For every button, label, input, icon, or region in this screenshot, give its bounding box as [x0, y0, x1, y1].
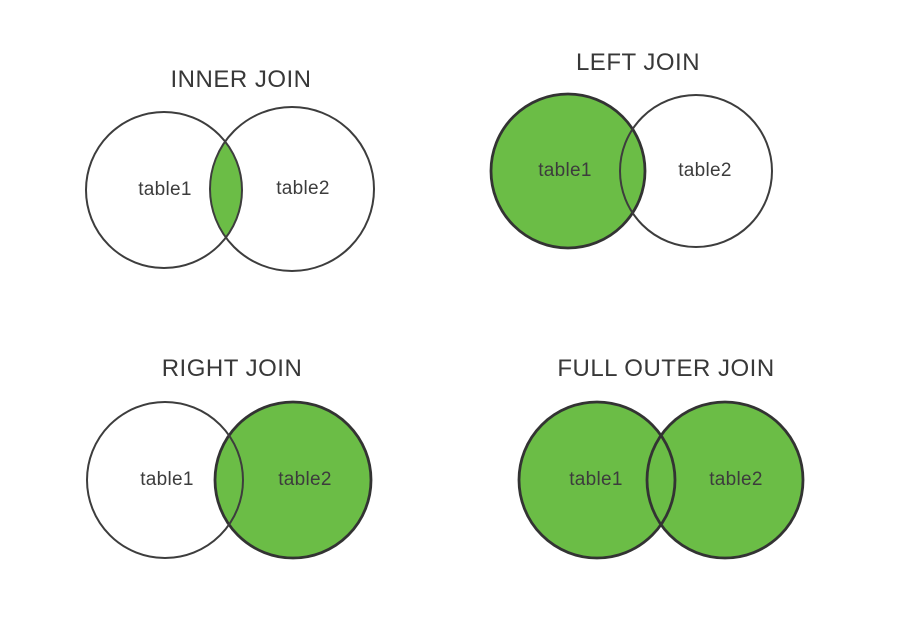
left-join-diagram — [489, 92, 773, 250]
right-join-diagram — [86, 400, 373, 560]
left-join-table1-label: table1 — [538, 160, 592, 181]
inner-join-title: INNER JOIN — [170, 66, 312, 93]
full-outer-join-diagram — [517, 400, 805, 560]
left-join-right-circle — [619, 94, 773, 248]
right-join-title: RIGHT JOIN — [161, 355, 303, 382]
right-join-right-circle — [213, 400, 373, 560]
right-join-table2-label: table2 — [278, 469, 332, 490]
left-join-title: LEFT JOIN — [575, 49, 701, 76]
inner-join-diagram — [85, 106, 375, 272]
left-join-table2-label: table2 — [678, 160, 732, 181]
full-outer-join-right-circle — [645, 400, 805, 560]
full-outer-join-title: FULL OUTER JOIN — [557, 355, 775, 382]
inner-join-table1-label: table1 — [138, 179, 192, 200]
right-join-left-circle — [86, 401, 244, 559]
right-join-table1-label: table1 — [140, 469, 194, 490]
inner-join-table2-label: table2 — [276, 178, 330, 199]
full-outer-join-right-circle-fill — [647, 402, 803, 558]
inner-join-left-circle — [85, 111, 243, 269]
full-outer-join-table2-label: table2 — [709, 469, 763, 490]
left-join-left-circle — [489, 92, 647, 250]
full-outer-join-left-circle — [517, 400, 677, 560]
full-outer-join-table1-label: table1 — [569, 469, 623, 490]
inner-join-right-circle — [209, 106, 375, 272]
full-outer-join-left-circle-fill — [519, 402, 675, 558]
